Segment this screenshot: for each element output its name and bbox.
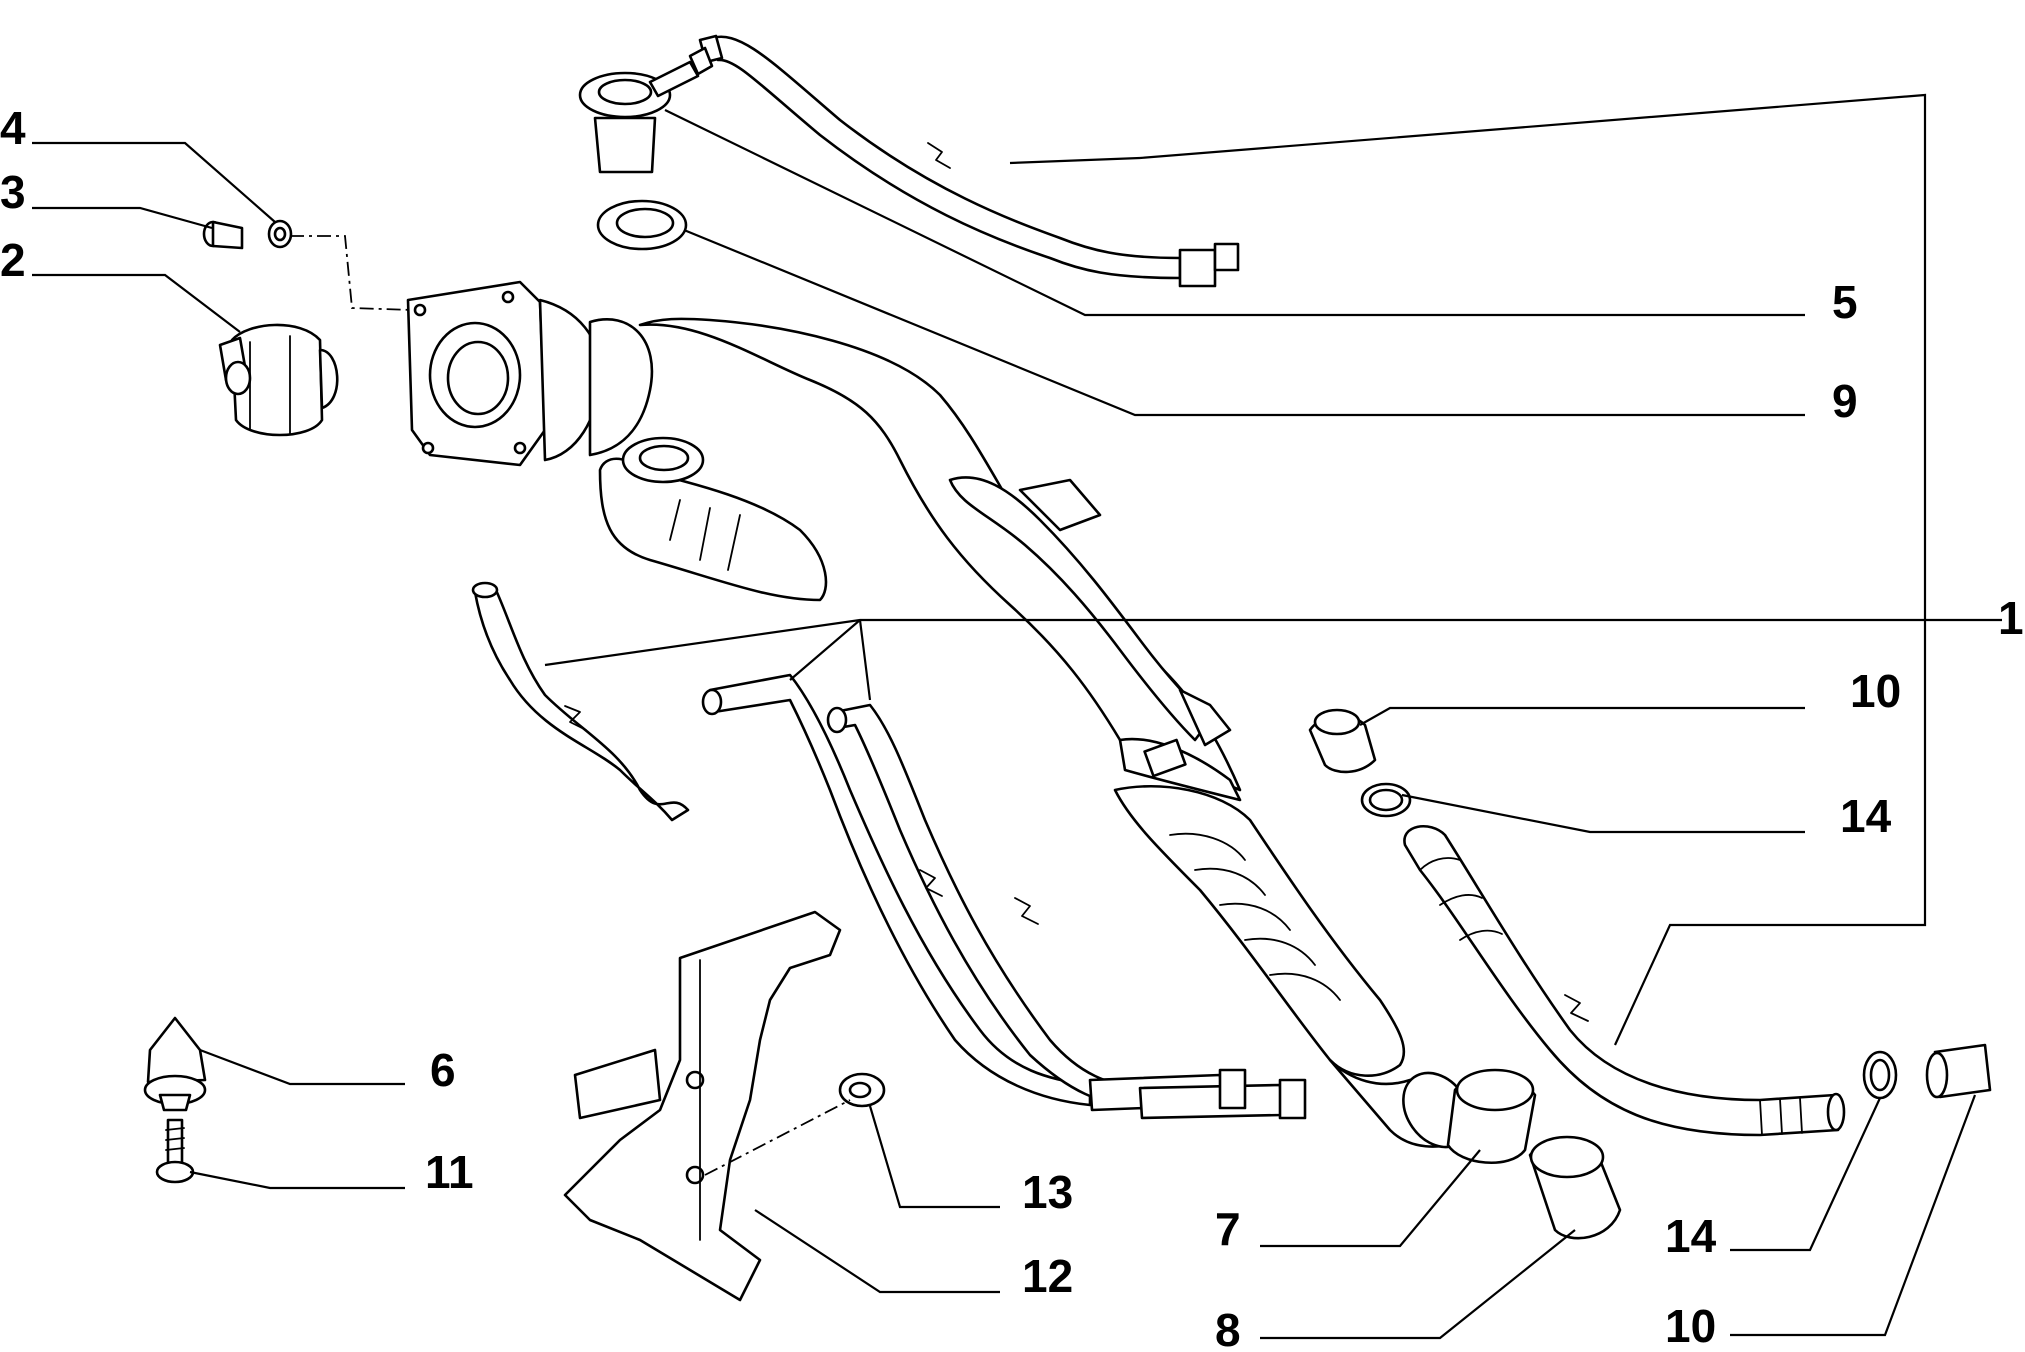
callout-1: 1 <box>1998 592 2024 644</box>
bump-stop[interactable] <box>143 1016 207 1112</box>
callout-12: 12 <box>1022 1250 1073 1302</box>
callout-13: 13 <box>1022 1166 1073 1218</box>
callout-11: 11 <box>425 1146 474 1198</box>
strainer-upper[interactable] <box>1308 708 1377 774</box>
filler-hose-right[interactable] <box>1403 825 1846 1137</box>
callout-10-lower: 10 <box>1665 1300 1716 1352</box>
hose-clamp-lower[interactable] <box>1862 1050 1898 1100</box>
hose-clamp-7[interactable] <box>1446 1068 1537 1164</box>
callout-7: 7 <box>1215 1203 1241 1255</box>
callout-labels: 1 2 3 4 5 6 7 8 9 10 10 11 12 13 14 14 <box>0 102 2024 1352</box>
breather-valve[interactable] <box>578 46 714 174</box>
sleeve-8[interactable] <box>1528 1135 1622 1240</box>
callout-5: 5 <box>1832 276 1858 328</box>
seal-ring[interactable] <box>596 199 688 251</box>
callout-14-lower: 14 <box>1665 1210 1717 1262</box>
washer[interactable] <box>267 219 293 249</box>
leader-lines <box>32 93 2002 1340</box>
callout-14-upper: 14 <box>1840 790 1892 842</box>
vent-hose-top[interactable] <box>698 34 1240 288</box>
breather-hose-left[interactable] <box>471 581 690 822</box>
callout-3: 3 <box>0 166 26 218</box>
strainer-lower[interactable] <box>1925 1043 1992 1099</box>
callout-10-upper: 10 <box>1850 665 1901 717</box>
hose-clamp-upper[interactable] <box>1360 782 1412 818</box>
grommet[interactable] <box>838 1072 886 1108</box>
twin-tubes[interactable] <box>701 673 1307 1120</box>
screw[interactable] <box>155 1118 195 1184</box>
callout-6: 6 <box>430 1044 456 1096</box>
fuel-cap[interactable] <box>218 323 339 437</box>
callout-2: 2 <box>0 234 26 286</box>
callout-9: 9 <box>1832 375 1858 427</box>
splash-shield[interactable] <box>563 910 842 1302</box>
bolt[interactable] <box>202 220 244 250</box>
callout-4: 4 <box>0 102 26 154</box>
filler-neck[interactable] <box>406 280 1485 1160</box>
callout-8: 8 <box>1215 1304 1241 1352</box>
